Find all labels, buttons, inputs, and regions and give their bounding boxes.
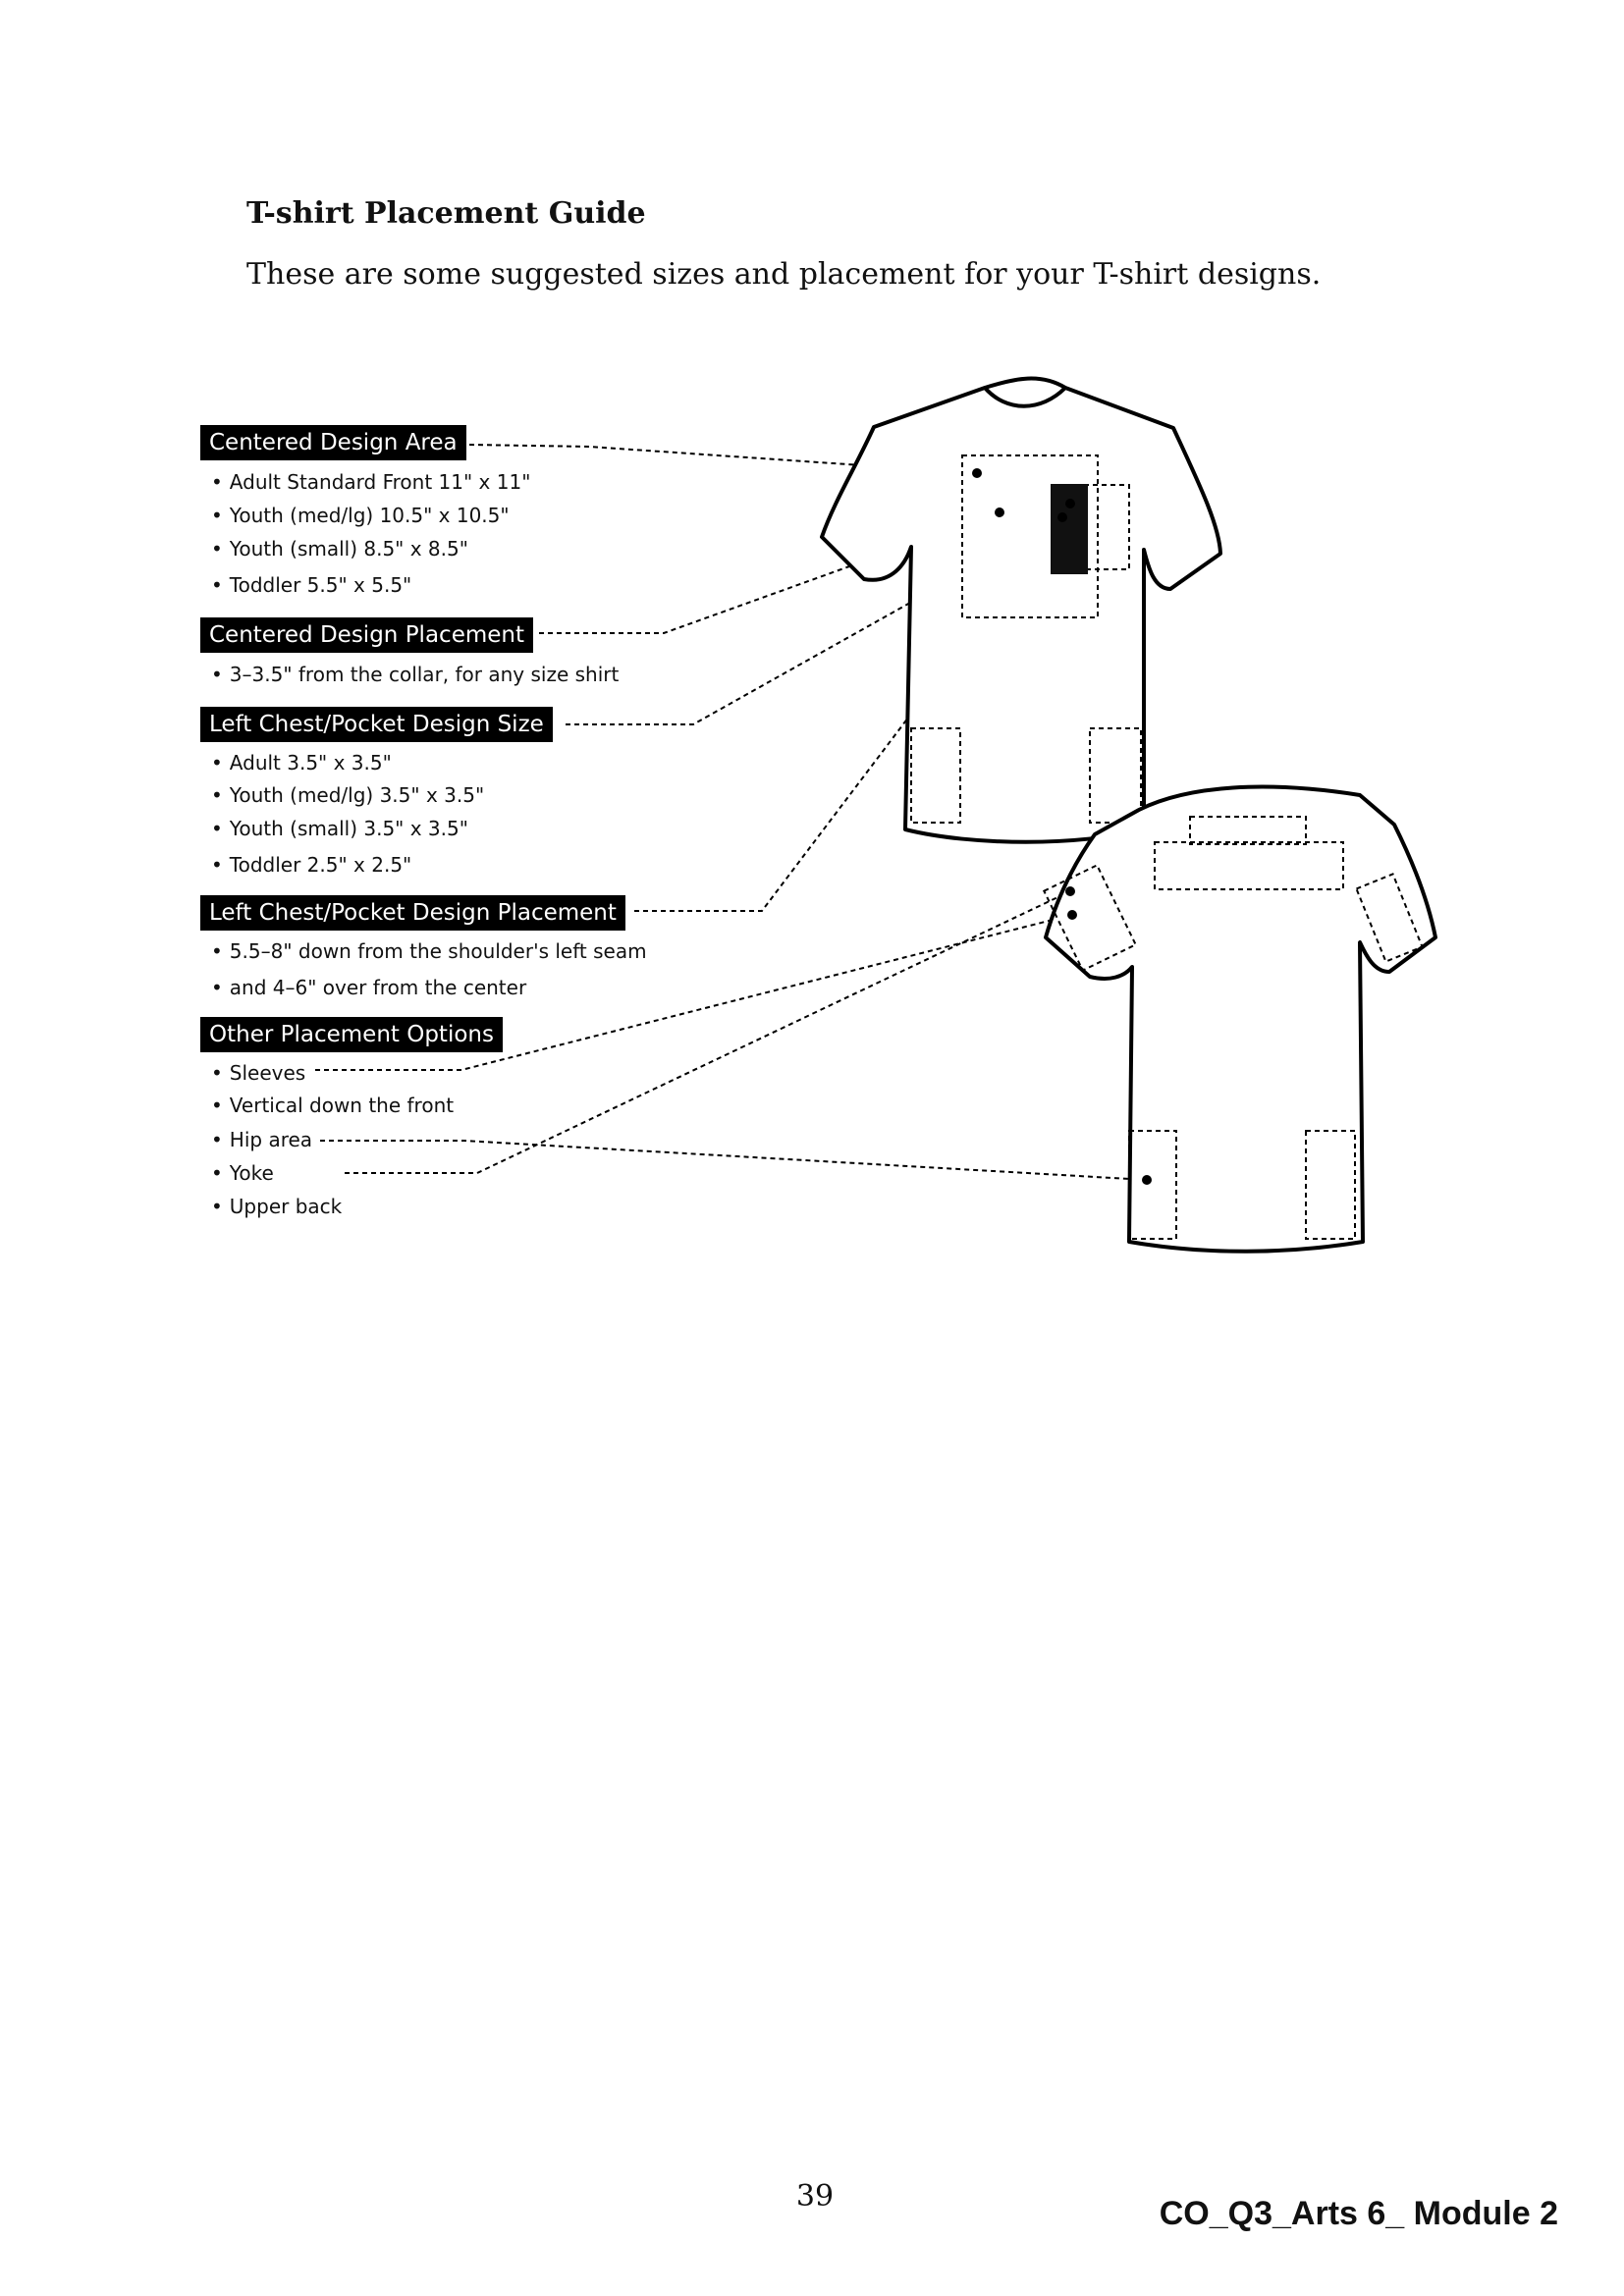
- leader-endpoint: [1067, 910, 1077, 920]
- t-shirt-front-outline-icon: [820, 376, 1222, 844]
- back-hip-right: [1305, 1130, 1356, 1240]
- leader-endpoint: [972, 468, 982, 478]
- back-upper-back-box: [1154, 841, 1344, 890]
- centered-area-item: Toddler 5.5" x 5.5": [211, 573, 411, 597]
- chest-placement-item: and 4–6" over from the center: [211, 976, 526, 999]
- module-code: CO_Q3_Arts 6_ Module 2: [1159, 2195, 1558, 2232]
- leader-endpoint: [1142, 1175, 1152, 1185]
- leader-endpoint: [1057, 512, 1067, 522]
- back-sleeve-left: [1042, 864, 1138, 972]
- centered-area-item: Youth (med/lg) 10.5" x 10.5": [211, 504, 510, 527]
- t-shirt-back-outline-icon: [1044, 784, 1437, 1254]
- leader-endpoint: [1065, 886, 1075, 896]
- chest-size-item: Toddler 2.5" x 2.5": [211, 853, 411, 877]
- other-option-item: Sleeves: [211, 1061, 305, 1085]
- other-placement-options-title: Other Placement Options: [200, 1017, 503, 1052]
- front-hip-left: [910, 727, 961, 824]
- leader-sleeves: [315, 914, 1073, 1071]
- intro-text: These are some suggested sizes and place…: [246, 257, 1322, 292]
- back-yoke-box: [1189, 816, 1307, 845]
- chest-size-item: Youth (med/lg) 3.5" x 3.5": [211, 783, 484, 807]
- other-option-item: Hip area: [211, 1128, 312, 1151]
- page-heading: T-shirt Placement Guide: [246, 196, 646, 231]
- left-chest-size-title: Left Chest/Pocket Design Size: [200, 707, 553, 742]
- leader-endpoint: [1065, 499, 1075, 508]
- leader-centered-area: [468, 444, 978, 474]
- other-option-item: Vertical down the front: [211, 1094, 454, 1117]
- centered-design-area-title: Centered Design Area: [200, 425, 466, 460]
- front-left-chest-design: [1051, 484, 1088, 574]
- chest-size-item: Youth (small) 3.5" x 3.5": [211, 817, 468, 840]
- leader-hip: [320, 1140, 1148, 1181]
- page-number: 39: [795, 2179, 835, 2214]
- other-option-item: Upper back: [211, 1195, 342, 1218]
- other-option-item: Yoke: [211, 1161, 274, 1185]
- centered-area-item: Youth (small) 8.5" x 8.5": [211, 537, 468, 561]
- leader-yoke: [345, 890, 1071, 1174]
- left-chest-placement-title: Left Chest/Pocket Design Placement: [200, 895, 625, 931]
- chest-size-item: Adult 3.5" x 3.5": [211, 751, 392, 774]
- leader-endpoint: [995, 507, 1004, 517]
- back-hip-left: [1128, 1130, 1177, 1240]
- chest-placement-item: 5.5–8" down from the shoulder's left sea…: [211, 939, 647, 963]
- front-centered-area-box: [961, 454, 1099, 618]
- centered-placement-item: 3–3.5" from the collar, for any size shi…: [211, 663, 620, 686]
- back-sleeve-right: [1355, 873, 1424, 963]
- centered-design-placement-title: Centered Design Placement: [200, 617, 533, 653]
- leader-chest-placement: [634, 503, 1071, 912]
- centered-area-item: Adult Standard Front 11" x 11": [211, 470, 531, 494]
